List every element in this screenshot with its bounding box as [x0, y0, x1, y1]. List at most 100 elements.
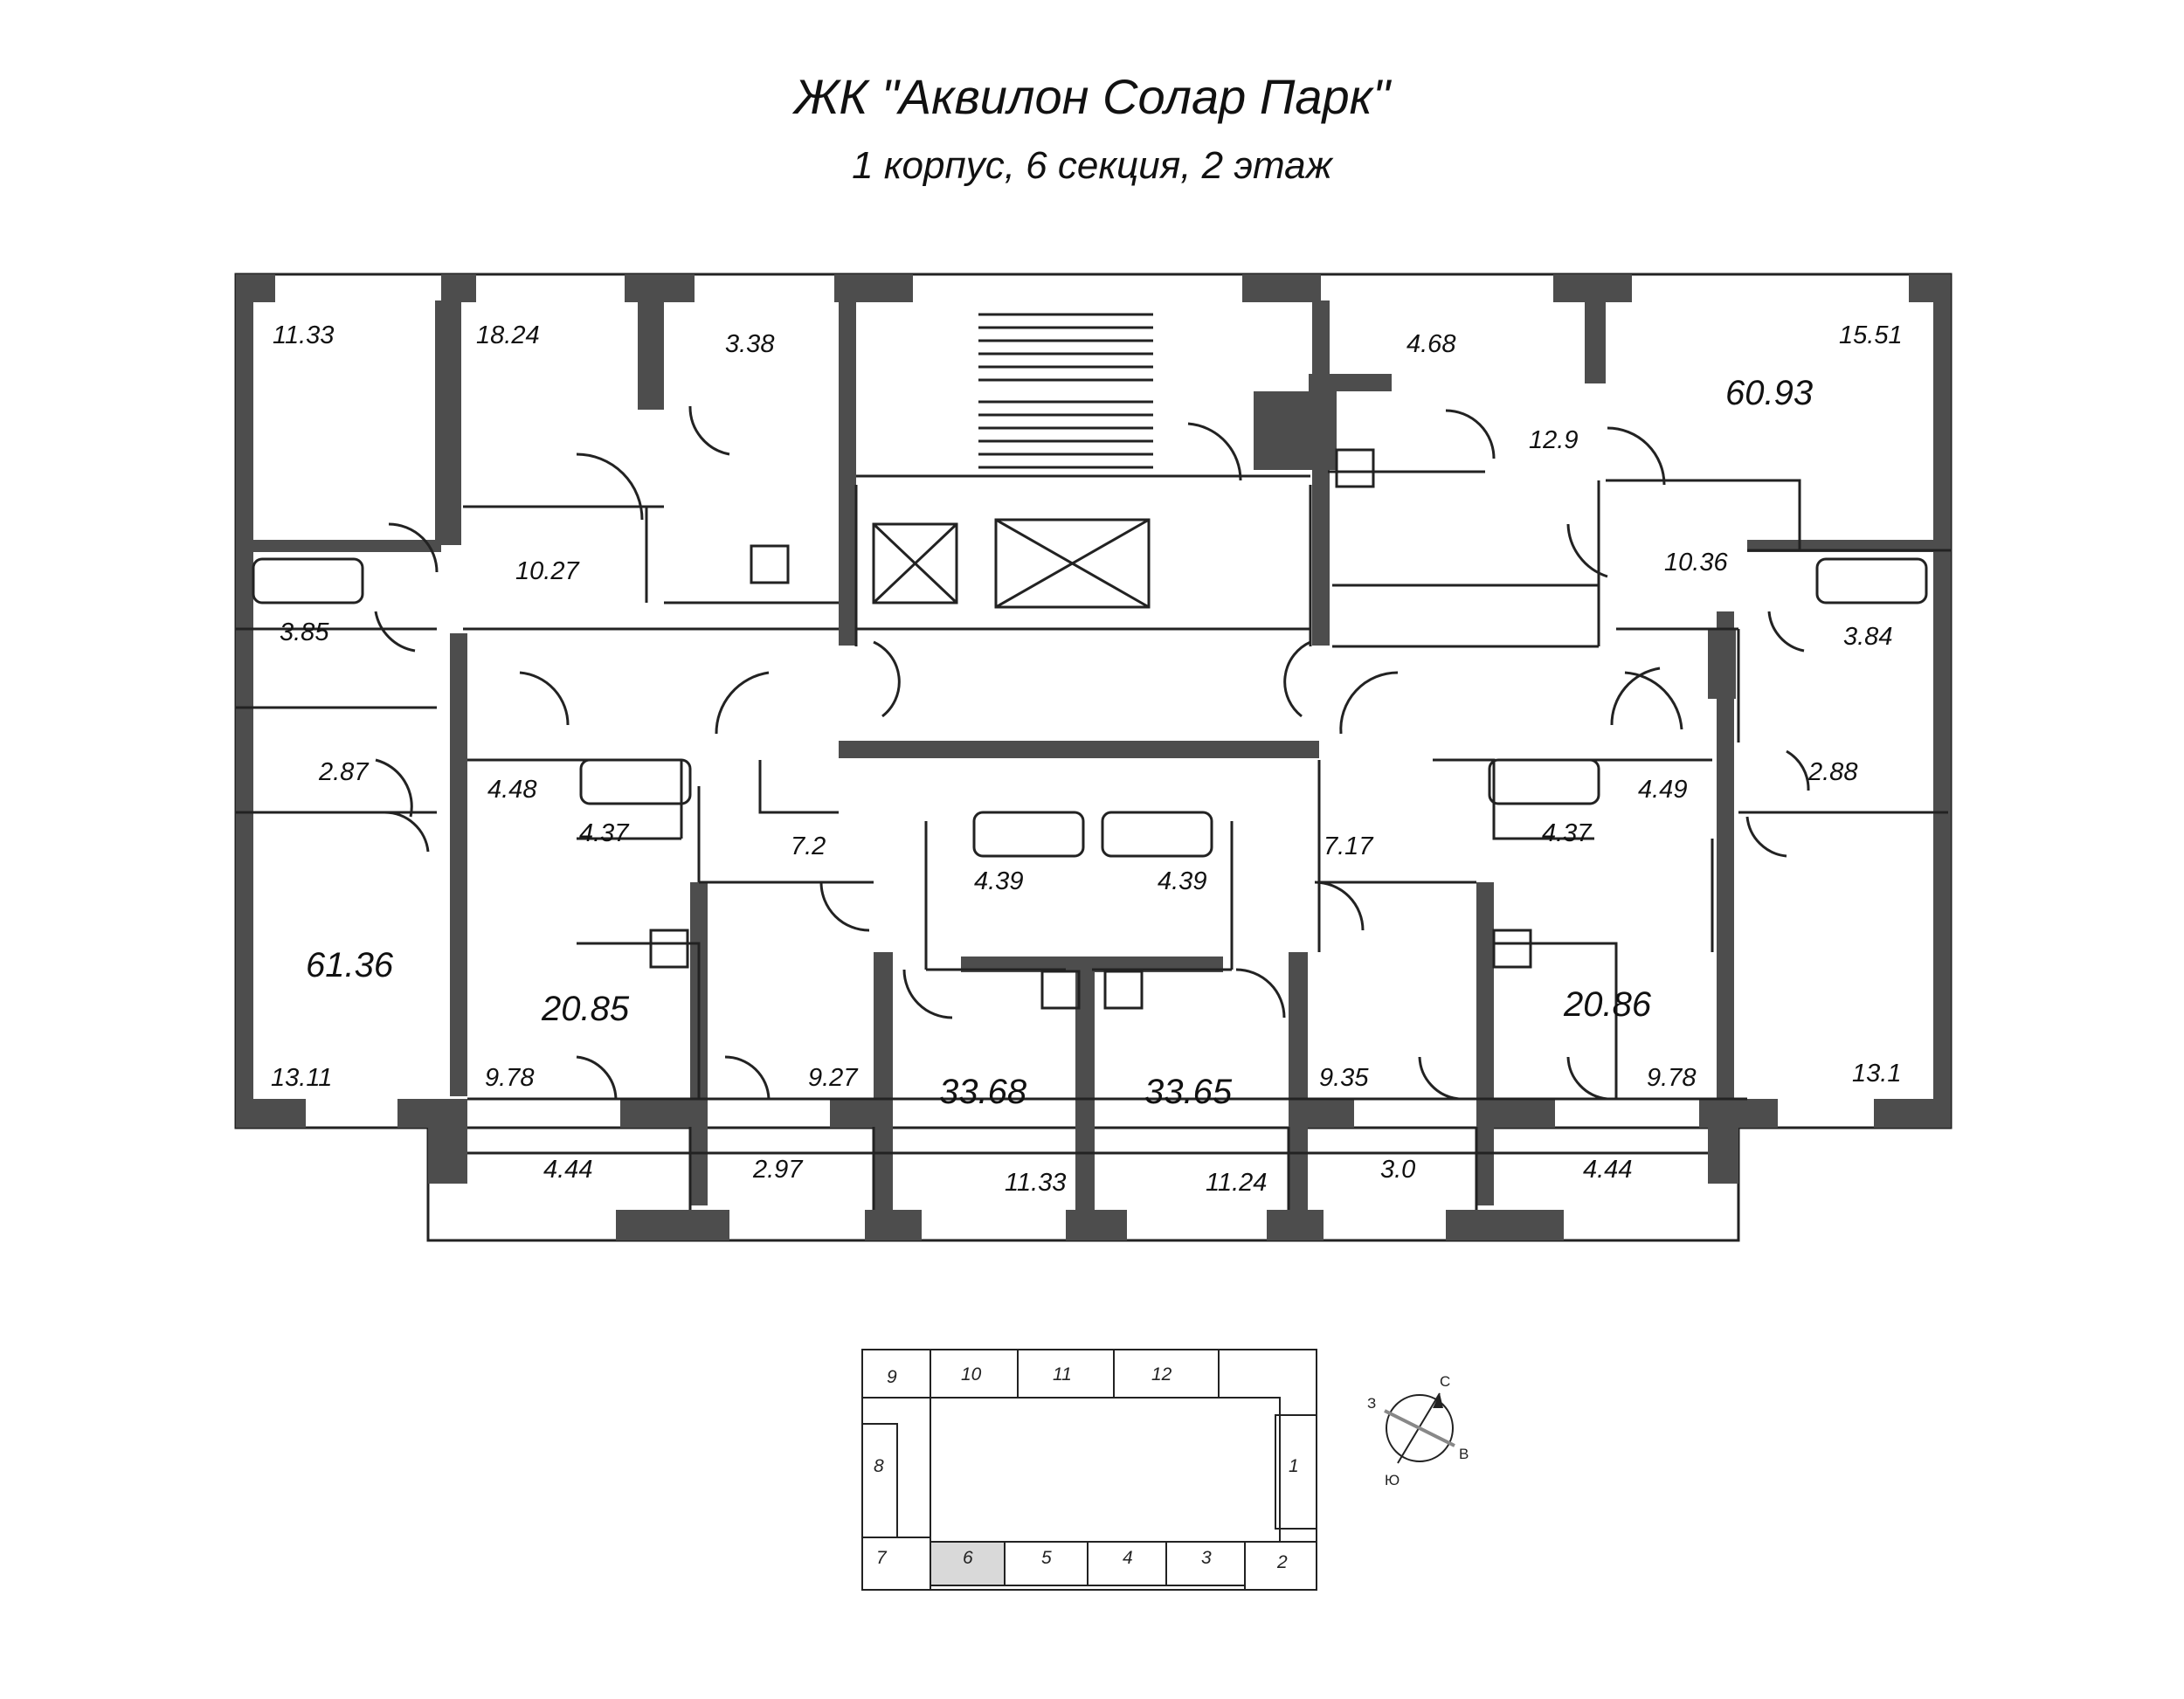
stove: [1040, 970, 1081, 1010]
wall-pier: [236, 1099, 306, 1128]
elevator-shaft: [994, 518, 1151, 609]
wall-pier: [1302, 1099, 1354, 1128]
area-label: 18.24: [476, 321, 540, 349]
door-swing: [688, 405, 730, 456]
wall-pier: [441, 274, 476, 302]
wall-pier: [1446, 1210, 1564, 1240]
key-number: 3: [1201, 1548, 1212, 1568]
area-label: 20.85: [541, 990, 630, 1028]
key-plan-courtyard: [930, 1397, 1281, 1543]
door-swing: [1187, 422, 1242, 481]
door-swing: [375, 758, 413, 818]
door-swing: [1566, 523, 1608, 578]
wall-pier: [1553, 274, 1632, 302]
wall: [236, 540, 441, 552]
area-label: 3.85: [280, 618, 329, 646]
area-label: 13.11: [271, 1064, 332, 1092]
partition: [924, 821, 1234, 971]
wall: [1717, 611, 1734, 1101]
wall: [1476, 882, 1494, 1205]
key-section-7: [861, 1537, 931, 1591]
partition: [1606, 479, 1951, 552]
area-label: 15.51: [1839, 321, 1903, 349]
partition: [1328, 470, 1600, 646]
wall-pier: [1066, 1210, 1127, 1240]
wall-outer-left: [236, 274, 253, 1128]
key-number: 8: [874, 1456, 884, 1476]
area-label: 33.68: [939, 1073, 1027, 1111]
door-swing: [1235, 968, 1286, 1019]
door-swing: [1418, 1056, 1460, 1101]
area-label: 2.97: [752, 1156, 804, 1184]
area-label: 12.9: [1529, 426, 1578, 454]
key-number: 2: [1276, 1552, 1288, 1572]
key-plan: [861, 1349, 1317, 1591]
wall-pier: [1242, 274, 1321, 302]
area-label: 4.37: [579, 819, 630, 847]
elevator-cross: [872, 522, 958, 604]
door-swing: [1745, 816, 1787, 858]
wall: [1075, 970, 1095, 1240]
partition: [697, 760, 874, 884]
door-swing: [576, 1055, 618, 1100]
bathtub: [972, 811, 1085, 858]
compass-east: В: [1459, 1446, 1469, 1462]
door-swing: [724, 1055, 771, 1100]
compass-south: Ю: [1385, 1472, 1400, 1488]
wall: [1708, 629, 1736, 699]
wall-pier: [236, 274, 275, 302]
bathtub: [1488, 758, 1600, 805]
door-swing: [1314, 881, 1365, 931]
area-label: 9.35: [1319, 1064, 1369, 1092]
door-swing: [1786, 749, 1810, 791]
wall-pier: [428, 1118, 467, 1184]
key-section-12: [1113, 1349, 1220, 1399]
wall: [1585, 300, 1606, 383]
area-label: 4.68: [1406, 330, 1455, 358]
area-label: 3.84: [1843, 623, 1892, 651]
partition: [463, 505, 839, 604]
door-swing: [374, 611, 416, 653]
partition: [463, 627, 1599, 648]
compass-axis: [1384, 1409, 1455, 1447]
area-label: 4.44: [1583, 1156, 1632, 1184]
partitions: [236, 313, 1951, 1210]
stove: [750, 544, 790, 584]
key-section-2: [1244, 1541, 1317, 1591]
bathtub: [1101, 811, 1213, 858]
door-swing: [1445, 409, 1496, 459]
key-number: 6: [963, 1548, 973, 1568]
wall-pier: [625, 274, 695, 302]
area-label: 10.36: [1664, 549, 1728, 577]
elevator-cross: [995, 518, 1150, 609]
wall-pier: [1708, 1118, 1738, 1184]
door-swing: [388, 522, 439, 573]
wall: [874, 952, 893, 1240]
area-label: 60.93: [1725, 374, 1813, 412]
wall-pier: [865, 1210, 922, 1240]
key-number: 10: [961, 1364, 982, 1385]
wall: [435, 300, 461, 545]
area-labels: 11.33 18.24 3.38 4.68 15.51 60.93 12.9 1…: [271, 321, 1903, 1197]
door-swing: [519, 671, 570, 726]
stove: [1103, 970, 1144, 1010]
partition: [577, 942, 1618, 1099]
door-swing: [1607, 426, 1666, 486]
wall-pier: [620, 1099, 699, 1128]
elevator-shaft: [872, 522, 958, 604]
area-label: 7.2: [791, 832, 826, 860]
area-label: 9.78: [1647, 1064, 1696, 1092]
area-label: 20.86: [1563, 985, 1652, 1024]
wall-outer-right: [1933, 274, 1951, 1128]
door-swing: [1610, 666, 1661, 726]
area-label: 11.24: [1206, 1169, 1267, 1197]
area-label: 4.37: [1542, 819, 1593, 847]
area-label: 7.17: [1324, 832, 1374, 860]
door-swing: [1624, 671, 1683, 730]
compass-ring: [1386, 1394, 1454, 1462]
compass-arrow-icon: [1433, 1393, 1443, 1408]
key-number: 7: [876, 1548, 888, 1568]
door-swing: [1339, 671, 1399, 735]
wall: [1312, 300, 1330, 646]
area-label: 61.36: [306, 946, 394, 984]
